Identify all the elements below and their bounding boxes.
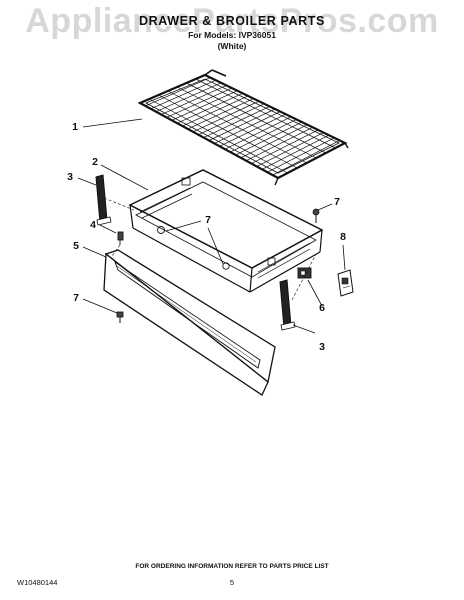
models-line: For Models: IVP36051: [188, 30, 276, 40]
rack-wire: [198, 103, 265, 136]
rack-wire: [182, 95, 249, 127]
rack-wire: [251, 129, 319, 164]
rack-wire: [235, 121, 303, 156]
fastener-part-4: [117, 231, 124, 245]
document-number: W10480144: [17, 578, 58, 587]
rack-wire: [240, 124, 308, 159]
drawer-body: [128, 169, 324, 293]
callout-3-right: 3: [319, 341, 325, 353]
drawer-front-panel: [103, 249, 276, 396]
alignment-dashes: [103, 197, 317, 301]
callout-3-left: 3: [67, 171, 73, 183]
callout-8: 8: [340, 231, 346, 243]
callout-2: 2: [92, 156, 98, 168]
switch-part-6: [297, 267, 312, 279]
rack-wire: [195, 78, 336, 149]
ordering-note: FOR ORDERING INFORMATION REFER TO PARTS …: [135, 563, 329, 570]
rack-wire: [219, 113, 286, 147]
drawer-slide-right: [279, 279, 296, 331]
watermark-text: AppliancePartsPros.com: [25, 2, 439, 40]
page-number: 5: [229, 578, 235, 587]
rack-wire: [267, 137, 335, 173]
rack-wire: [158, 94, 298, 169]
callout-7-left: 7: [73, 292, 79, 304]
color-line: (White): [217, 41, 247, 51]
oven-rack: [137, 69, 349, 186]
rack-wire: [149, 98, 288, 174]
rack-wire: [203, 106, 270, 138]
drawer-slide-left: [95, 174, 112, 226]
callout-1: 1: [72, 121, 78, 133]
leader-lines: [77, 118, 346, 334]
rack-wire: [224, 116, 292, 150]
screw-part-7-lower: [116, 311, 124, 323]
rack-wire: [150, 79, 216, 110]
callout-4: 4: [90, 219, 96, 231]
rack-wire: [208, 108, 276, 141]
bracket-part-8: [337, 269, 354, 297]
diagram-title: DRAWER & BROILER PARTS: [139, 14, 325, 28]
rack-wire: [166, 87, 233, 118]
rack-wire: [245, 126, 313, 162]
rack-wire: [256, 132, 324, 167]
rack-wire: [261, 134, 330, 170]
rack-wire: [187, 98, 254, 130]
rack-wire: [192, 100, 259, 133]
rack-wire: [167, 90, 307, 164]
rack-wire: [214, 111, 281, 144]
callout-7-right: 7: [334, 196, 340, 208]
screw-part-7-upper: [312, 208, 320, 223]
rack-wire: [230, 119, 297, 153]
model-info: For Models: IVP36051 (White): [0, 30, 464, 52]
callout-7-center: 7: [205, 214, 211, 226]
rack-wire: [176, 86, 317, 159]
rack-wire: [161, 85, 227, 115]
rack-wire: [186, 82, 327, 154]
rack-wire: [145, 77, 211, 107]
rack-wire: [177, 92, 243, 124]
callout-5: 5: [73, 240, 79, 252]
rack-wire: [272, 140, 340, 176]
rack-wire: [155, 82, 222, 112]
rack-wire: [171, 90, 238, 121]
callout-6: 6: [319, 302, 325, 314]
